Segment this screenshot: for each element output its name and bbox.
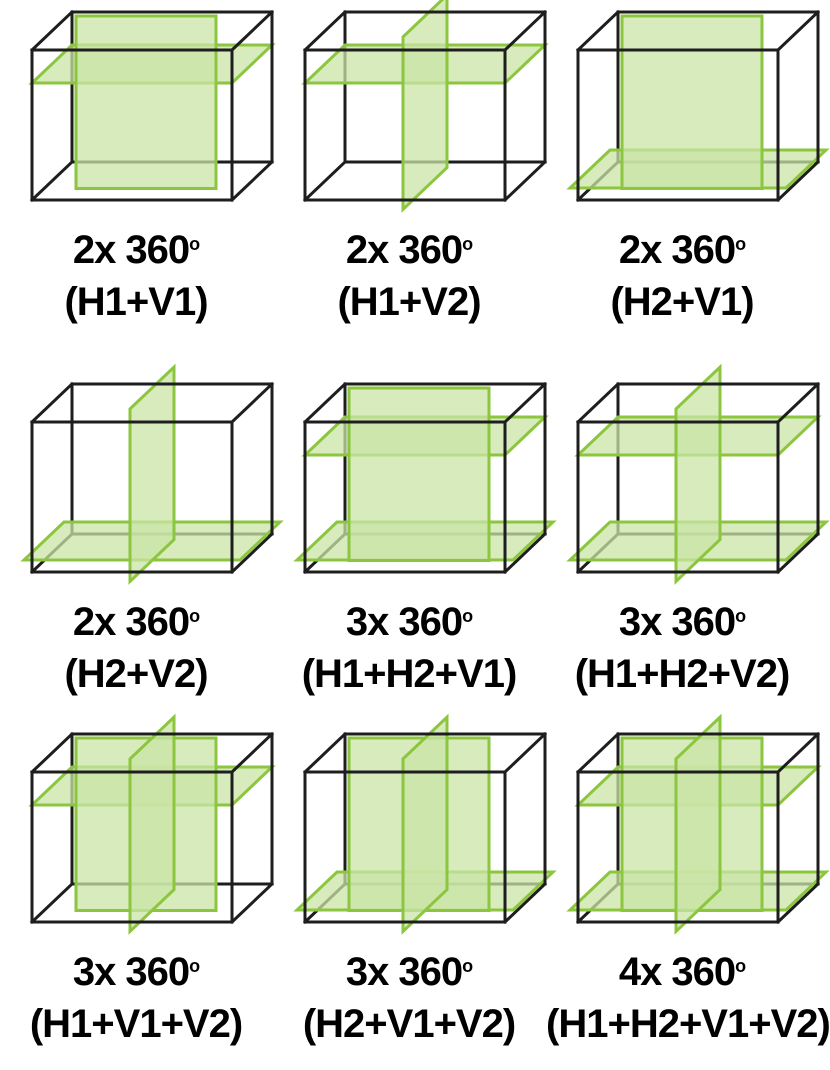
cube-2-top-left-depth-edge — [302, 9, 348, 53]
cube-6-top-left-depth-edge — [575, 381, 621, 425]
caption-count-7: 3x 360o — [72, 950, 200, 994]
caption-config-8: (H2+V1+V2) — [302, 1002, 516, 1046]
caption-count-6: 3x 360o — [618, 600, 746, 644]
cube-5-bottom-right-depth-edge — [502, 531, 548, 575]
cube-1-top-left-depth-edge — [29, 9, 75, 53]
cube-2-plane-v2 — [401, 0, 449, 213]
cube-3-top-right-depth-edge — [775, 9, 821, 53]
config-cell-8: 3x 360o (H2+V1+V2) — [273, 713, 557, 1070]
cube-8-top-left-depth-edge — [302, 731, 348, 775]
cube-8-top-right-depth-edge — [502, 731, 548, 775]
caption-config-5: (H1+H2+V1) — [301, 652, 518, 696]
caption-6: 3x 360o (H1+H2+V2) — [546, 596, 818, 700]
config-cell-2: 2x 360o (H1+V2) — [273, 0, 549, 348]
cube-2-top-right-depth-edge — [502, 9, 548, 53]
caption-8: 3x 360o (H2+V1+V2) — [273, 946, 545, 1050]
cube-6-bottom-right-depth-edge — [775, 531, 821, 575]
cube-diagram-4 — [20, 363, 284, 585]
cube-8-bottom-right-depth-edge — [502, 881, 548, 925]
caption-7: 3x 360o (H1+V1+V2) — [0, 946, 272, 1050]
cube-diagram-9 — [566, 713, 830, 935]
cube-2-bottom-right-depth-edge — [502, 159, 548, 203]
caption-9: 4x 360o (H1+H2+V1+V2) — [546, 946, 830, 1050]
caption-config-3: (H2+V1) — [610, 280, 754, 324]
caption-count-4: 2x 360o — [72, 600, 200, 644]
caption-config-1: (H1+V1) — [64, 280, 208, 324]
cube-1-bottom-right-depth-edge — [229, 159, 275, 203]
cube-6-top-right-depth-edge — [775, 381, 821, 425]
caption-count-1: 2x 360o — [72, 228, 200, 272]
config-cell-3: 2x 360o (H2+V1) — [546, 0, 830, 348]
cube-7-bottom-right-depth-edge — [229, 881, 275, 925]
cube-5-plane-v1 — [347, 386, 491, 562]
cube-diagram-8 — [293, 713, 557, 935]
config-cell-5: 3x 360o (H1+H2+V1) — [273, 372, 557, 720]
config-cell-4: 2x 360o (H2+V2) — [0, 363, 284, 720]
cube-diagram-1 — [28, 9, 276, 203]
caption-1: 2x 360o (H1+V1) — [0, 224, 272, 328]
cube-diagram-3 — [566, 9, 830, 203]
caption-config-9: (H1+H2+V1+V2) — [546, 1002, 830, 1046]
cube-4-top-right-depth-edge — [229, 381, 275, 425]
caption-5: 3x 360o (H1+H2+V1) — [273, 596, 545, 700]
cube-diagram-2 — [301, 0, 549, 213]
cube-3-plane-v1 — [620, 14, 764, 190]
config-cell-7: 3x 360o (H1+V1+V2) — [0, 713, 276, 1070]
caption-count-2: 2x 360o — [345, 228, 473, 272]
cube-4-bottom-right-depth-edge — [229, 531, 275, 575]
cube-9-top-right-depth-edge — [775, 731, 821, 775]
cube-9-top-left-depth-edge — [575, 731, 621, 775]
config-cell-1: 2x 360o (H1+V1) — [0, 0, 276, 348]
cube-7-bottom-left-depth-edge — [29, 881, 75, 925]
cube-5-top-right-depth-edge — [502, 381, 548, 425]
cube-7-top-left-depth-edge — [29, 731, 75, 775]
caption-config-6: (H1+H2+V2) — [574, 652, 791, 696]
caption-2: 2x 360o (H1+V2) — [273, 224, 545, 328]
caption-count-5: 3x 360o — [345, 600, 473, 644]
caption-count-8: 3x 360o — [345, 950, 473, 994]
config-cell-9: 4x 360o (H1+H2+V1+V2) — [546, 713, 830, 1070]
cube-1-top-right-depth-edge — [229, 9, 275, 53]
caption-config-7: (H1+V1+V2) — [29, 1002, 243, 1046]
cube-7-top-right-depth-edge — [229, 731, 275, 775]
caption-3: 2x 360o (H2+V1) — [546, 224, 818, 328]
cube-3-bottom-right-depth-edge — [775, 159, 821, 203]
cube-4-top-left-depth-edge — [29, 381, 75, 425]
cube-1-bottom-left-depth-edge — [29, 159, 75, 203]
cube-2-bottom-left-depth-edge — [302, 159, 348, 203]
caption-config-4: (H2+V2) — [64, 652, 208, 696]
cube-3-top-left-depth-edge — [575, 9, 621, 53]
cube-5-top-left-depth-edge — [302, 381, 348, 425]
cube-diagram-5 — [293, 381, 557, 575]
config-cell-6: 3x 360o (H1+H2+V2) — [546, 363, 830, 720]
caption-count-3: 2x 360o — [618, 228, 746, 272]
cube-1-plane-v1 — [74, 14, 218, 190]
caption-count-9: 4x 360o — [618, 950, 746, 994]
cube-9-bottom-right-depth-edge — [775, 881, 821, 925]
caption-config-2: (H1+V2) — [337, 280, 481, 324]
caption-4: 2x 360o (H2+V2) — [0, 596, 272, 700]
cube-diagram-7 — [28, 713, 276, 935]
cube-diagram-6 — [566, 363, 830, 585]
